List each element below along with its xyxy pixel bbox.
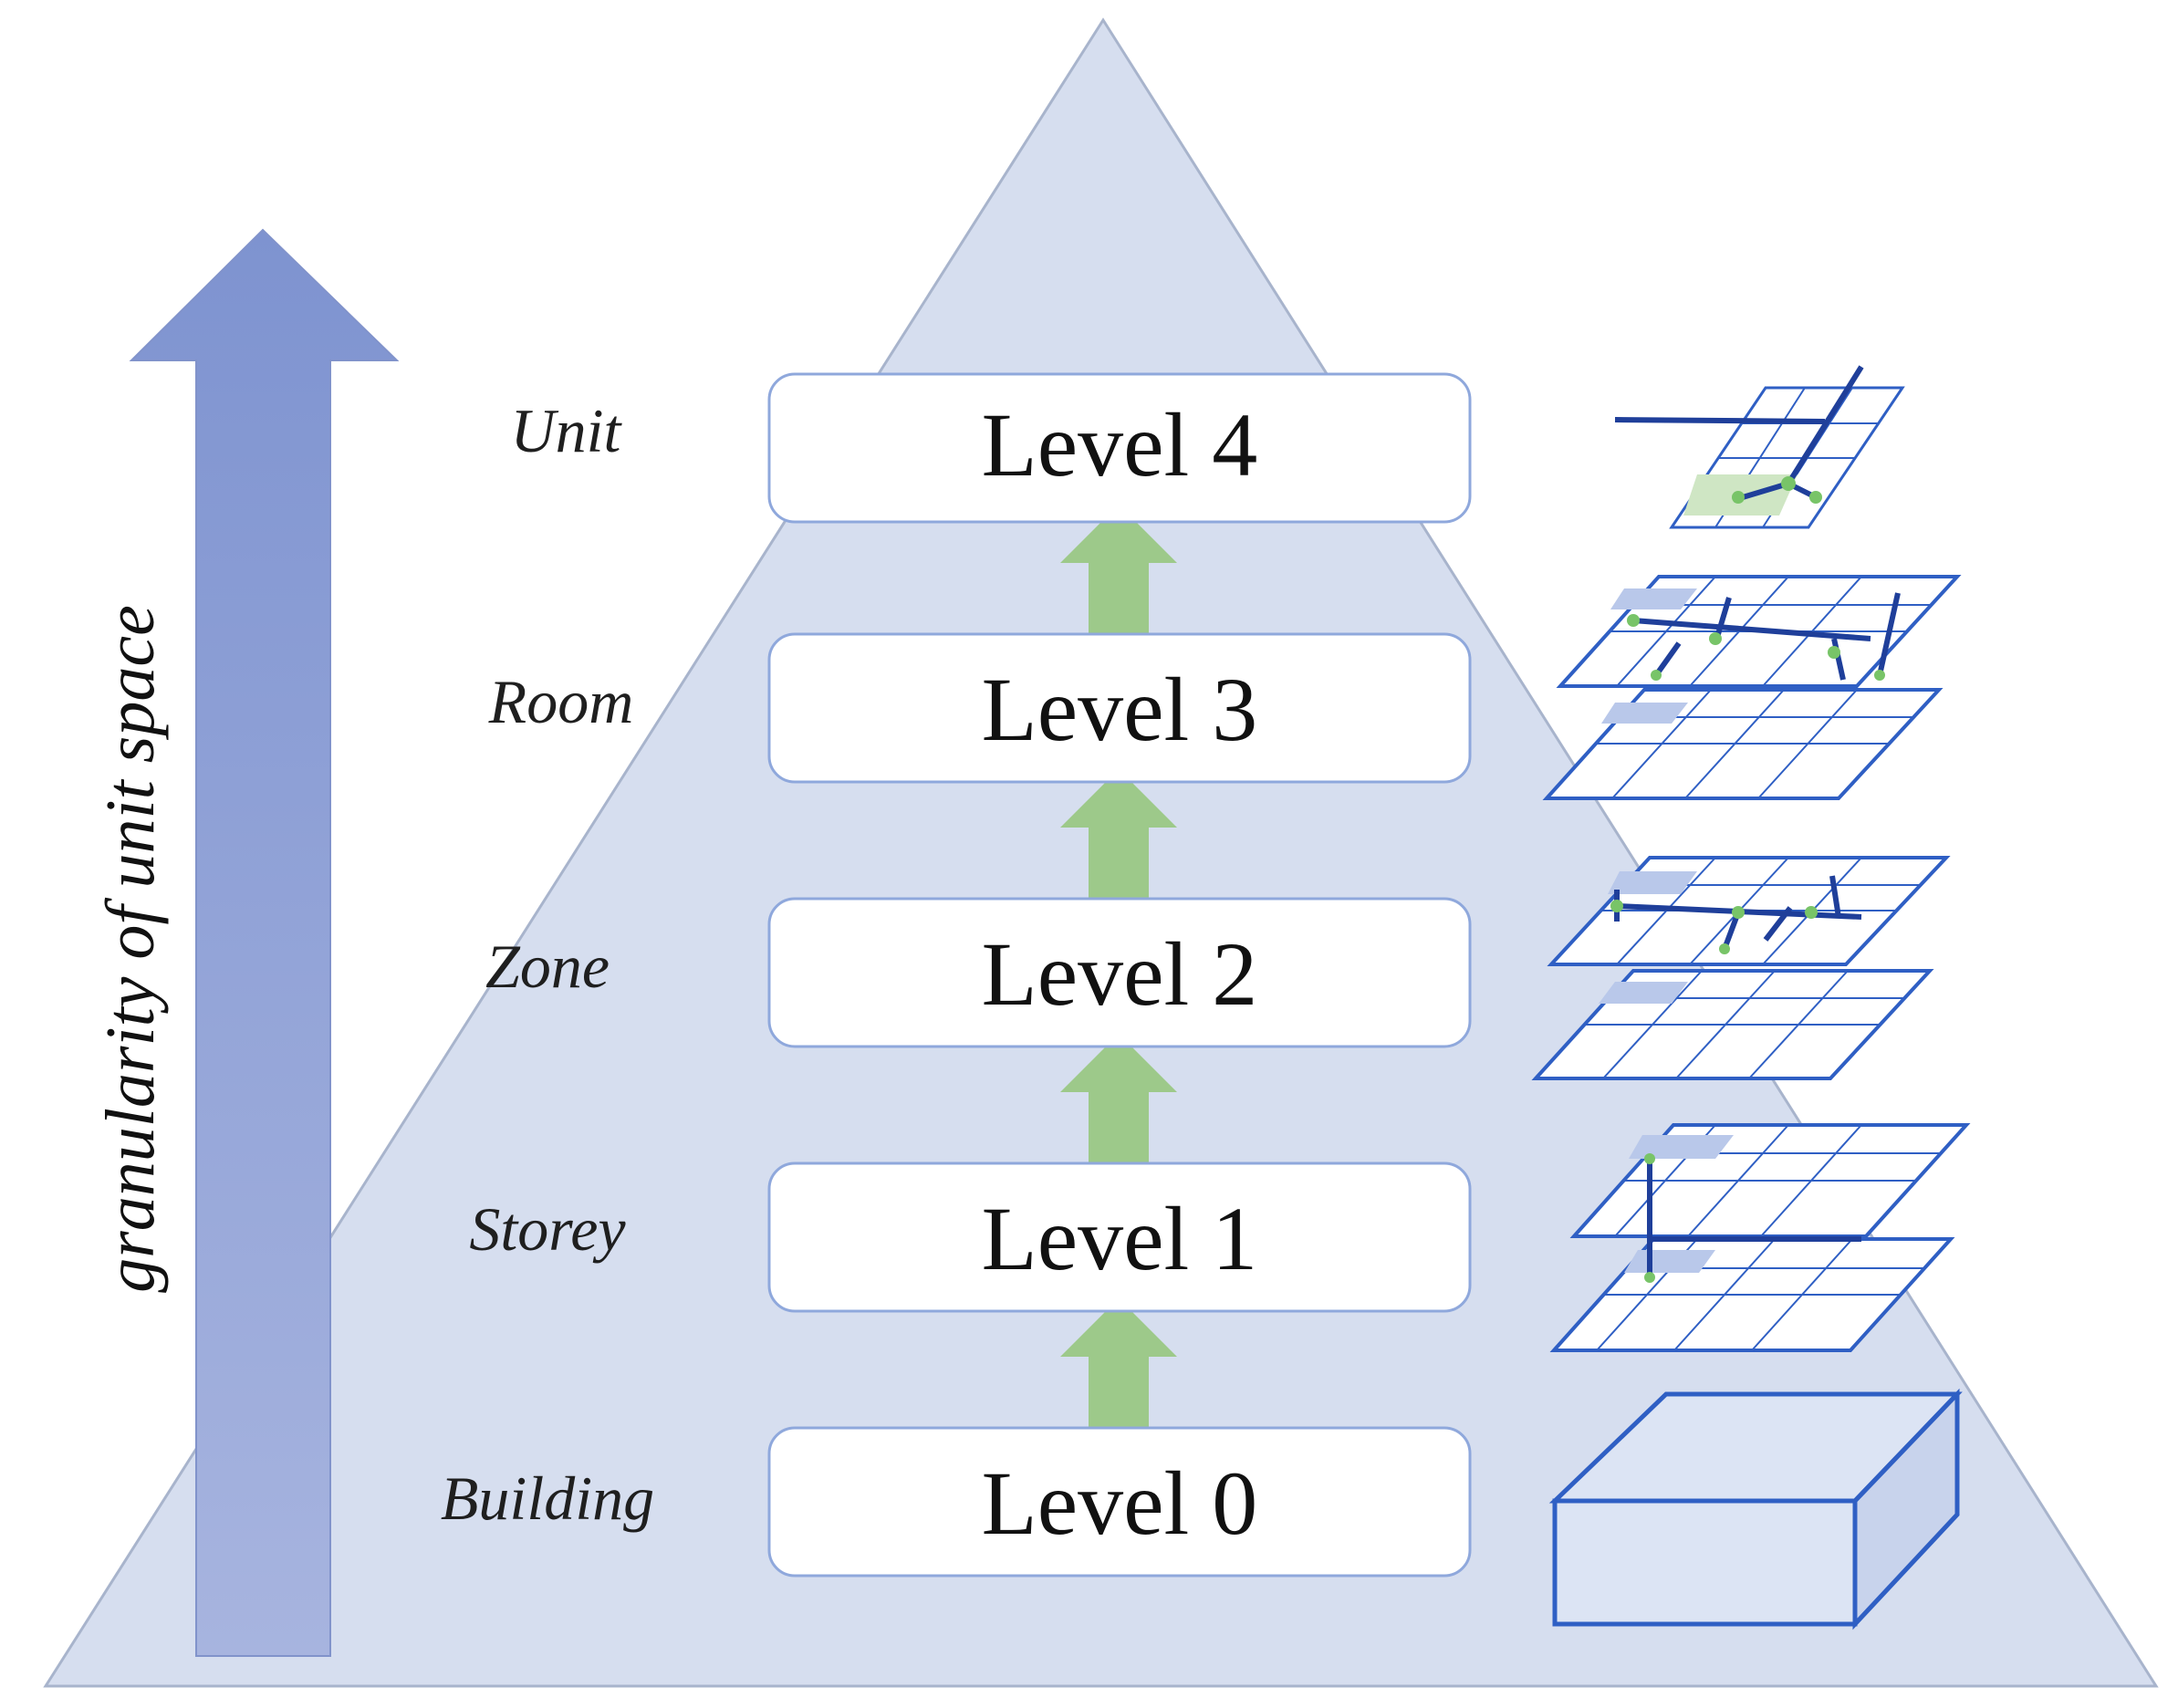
level-name: Building [441,1463,654,1533]
level-name: Zone [485,932,610,1001]
level-name: Unit [511,396,623,465]
level-2-row: Level 2 Zone [485,897,1472,1048]
level-label: Level 0 [982,1453,1258,1554]
level-box [767,372,1472,524]
level-label: Level 2 [982,923,1258,1025]
level-name: Room [488,667,634,736]
level-name: Storey [469,1194,626,1264]
level-box [767,897,1472,1048]
level-box [767,632,1472,784]
level-0-row: Level 0 Building [441,1426,1472,1578]
step-arrows [1060,505,1177,1428]
storey-floor-plans-illustration [1549,1123,1971,1352]
zone-floor-plans-illustration [1531,856,1951,1080]
granularity-arrow [129,228,400,1657]
axis-label: granularity of unit space [92,605,169,1293]
step-arrow-1-2 [1060,1034,1177,1163]
level-box [767,1426,1472,1578]
level-1-row: Level 1 Storey [469,1161,1472,1313]
level-label: Level 3 [982,659,1258,760]
level-label: Level 1 [982,1188,1258,1289]
step-arrow-3-4 [1060,505,1177,634]
step-arrow-0-1 [1060,1298,1177,1428]
building-box-illustration [1548,1388,1963,1630]
unit-floor-plan-illustration [1614,365,1905,529]
level-3-row: Level 3 Room [488,632,1472,784]
level-box [767,1161,1472,1313]
room-floor-plans-illustration [1542,575,1962,800]
level-label: Level 4 [982,394,1258,495]
level-4-row: Level 4 Unit [511,372,1472,524]
step-arrow-2-3 [1060,769,1177,899]
